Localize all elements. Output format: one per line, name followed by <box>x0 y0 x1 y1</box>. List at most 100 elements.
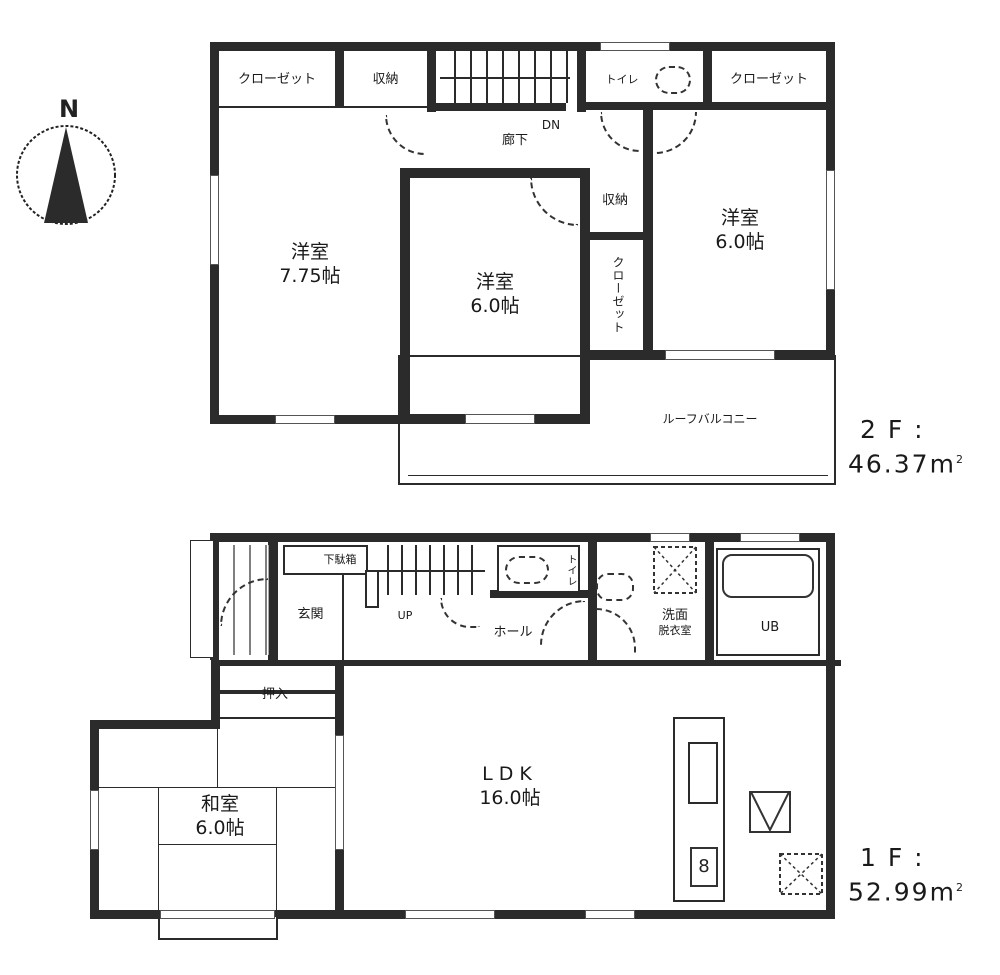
room-western-left: 洋室 7.75帖 <box>230 240 390 288</box>
wall <box>586 232 646 240</box>
wall <box>703 42 712 108</box>
room-size: 7.75帖 <box>279 265 341 287</box>
wall <box>705 533 714 660</box>
wall <box>588 533 597 660</box>
room-label-closet-vertical: クローゼット <box>611 256 625 334</box>
room-label-toilet-1f: トイレ <box>565 554 576 587</box>
room-label-up: UP <box>397 609 413 622</box>
window <box>405 910 495 919</box>
stove-icon: 8 <box>690 847 718 887</box>
window <box>465 414 535 424</box>
wall <box>211 660 220 729</box>
stair-line <box>375 570 485 572</box>
toilet-icon <box>655 66 691 94</box>
wall <box>400 168 410 424</box>
window <box>210 175 219 265</box>
oshiire-line <box>220 717 338 719</box>
kitchen-sink <box>688 742 718 804</box>
room-label-shoe-box: 下駄箱 <box>323 553 357 566</box>
room-western-center: 洋室 6.0帖 <box>415 270 575 318</box>
bathtub-icon <box>722 554 814 598</box>
room-label-washroom: 洗面 脱衣室 <box>658 608 692 637</box>
room-label-hall: ホール <box>493 625 533 640</box>
compass: N <box>14 95 118 235</box>
sink-icon <box>596 573 634 601</box>
wall <box>220 690 340 694</box>
room-japanese: 和室 6.0帖 <box>140 792 300 840</box>
room-name: 洋室 <box>720 207 759 229</box>
room-label-entrance: 玄関 <box>297 607 324 622</box>
wall <box>210 533 835 542</box>
wall <box>586 102 826 110</box>
room-size: 6.0帖 <box>470 295 520 317</box>
wall <box>268 533 278 660</box>
window <box>585 910 635 919</box>
room-name: 洋室 <box>290 241 329 263</box>
room-label-closet-right: クローゼット <box>729 72 808 87</box>
room-label-oshiire: 押入 <box>261 687 288 702</box>
room-name: LDK <box>482 763 538 785</box>
fan-vent-icon <box>779 853 823 895</box>
room-size: 6.0帖 <box>195 817 245 839</box>
room-label-roof-balcony: ルーフバルコニー <box>662 412 758 426</box>
stair-landing-line <box>440 77 570 79</box>
wall <box>643 108 653 358</box>
entrance-porch <box>190 540 214 658</box>
wall <box>490 590 588 598</box>
room-label-closet-left: クローゼット <box>237 72 316 87</box>
room-label-toilet-2f: トイレ <box>605 73 639 86</box>
closet-line <box>712 106 826 108</box>
north-arrow-icon <box>16 125 116 225</box>
wall <box>400 168 590 178</box>
room-western-right: 洋室 6.0帖 <box>660 206 820 254</box>
wall <box>335 42 344 108</box>
tatami-line <box>158 844 276 845</box>
window <box>90 790 99 850</box>
washing-machine-icon <box>653 546 697 594</box>
room-size: 16.0帖 <box>479 787 541 809</box>
window <box>740 533 800 542</box>
window <box>160 910 275 919</box>
room-size: 6.0帖 <box>715 231 765 253</box>
room-label-hallway-dn: DN <box>541 118 561 132</box>
door-swing <box>440 598 480 628</box>
room-ldk: LDK 16.0帖 <box>430 762 590 810</box>
floor-2f-label: 2 F : <box>860 415 925 444</box>
toilet-icon <box>505 556 549 584</box>
floor-2f-area-value: 46.37m2 <box>848 449 965 479</box>
window <box>826 170 835 290</box>
wall <box>580 168 590 424</box>
room-label-hallway: 廊下 <box>501 133 528 148</box>
tatami-line <box>158 787 159 910</box>
room-name: 和室 <box>200 793 239 815</box>
floor-1f-area: 1 F : 52.99m2 <box>848 843 998 907</box>
wall <box>210 42 835 51</box>
wall <box>210 533 219 660</box>
tatami-line <box>99 787 335 788</box>
stair-post <box>365 570 379 608</box>
room-label-storage-top: 収納 <box>372 72 399 87</box>
wall <box>436 103 566 111</box>
door-swing <box>596 608 636 653</box>
shoe-box <box>283 545 368 575</box>
floor-plan-2f: クローゼット 収納 トイレ クローゼット 廊下 DN 収納 クローゼット 洋室 … <box>210 42 998 485</box>
unit-bath <box>716 548 820 656</box>
wall <box>211 660 841 666</box>
toilet-room-1f <box>497 545 580 593</box>
window <box>600 42 670 51</box>
balcony-inner-line <box>408 475 828 476</box>
floor-1f-area-value: 52.99m2 <box>848 877 965 907</box>
window <box>665 350 775 360</box>
room-label-unit-bath: UB <box>760 620 780 635</box>
refrigerator-icon <box>749 791 791 833</box>
window <box>335 735 344 850</box>
wall <box>826 533 835 918</box>
entrance-line <box>342 575 344 660</box>
wall <box>427 42 436 112</box>
window <box>275 415 335 424</box>
floor-2f-area: 2 F : 46.37m2 <box>848 415 998 479</box>
floor-1f-label: 1 F : <box>860 843 925 872</box>
window <box>650 533 690 542</box>
closet-line <box>219 106 427 108</box>
